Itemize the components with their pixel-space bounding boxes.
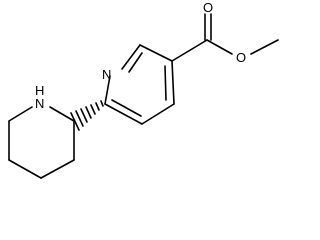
wedge-hash-2 (95, 102, 100, 111)
bond-c2-c3 (139, 44, 173, 62)
bond-ester-o-methyl (250, 39, 279, 55)
piperidine-hydrogen-label: H (35, 83, 44, 98)
bond-c2-nh (49, 106, 75, 122)
wedge-hash-3 (90, 104, 96, 115)
wedge-hash-1 (100, 100, 104, 107)
bond-c6-n1 (104, 75, 111, 105)
bond-c3-carbonyl (171, 39, 208, 62)
chemical-structure-diagram: N N H O O (8, 0, 279, 179)
bond-c5-c6-inner (111, 99, 142, 117)
bond-c5-c4 (8, 159, 42, 179)
carbonyl-oxygen-label: O (203, 0, 213, 15)
wedge-hash-7 (70, 112, 80, 131)
pyridine-ring (104, 44, 175, 125)
wedge-hash-5 (80, 108, 88, 123)
stereo-wedge-bond (70, 100, 104, 131)
bond-n1-c2 (121, 44, 141, 70)
ester-group (171, 13, 279, 62)
piperidine-nitrogen-label: N (35, 96, 44, 111)
bond-c4-c3 (40, 159, 75, 179)
bond-c4-c5 (141, 103, 175, 125)
bond-carbonyl-ester-o (206, 39, 233, 55)
wedge-hash-4 (85, 106, 92, 119)
bond-nh-c6 (8, 106, 33, 122)
bond-c3-c4 (171, 60, 175, 105)
bond-c3-c4-inner (164, 65, 167, 101)
wedge-hash-6 (75, 110, 84, 127)
bond-n1-c2-inner (128, 52, 143, 73)
ring-nitrogen-label: N (102, 67, 111, 82)
bond-c5-c6 (104, 103, 143, 125)
ester-oxygen-label: O (236, 50, 246, 65)
piperidine-ring (8, 106, 75, 179)
